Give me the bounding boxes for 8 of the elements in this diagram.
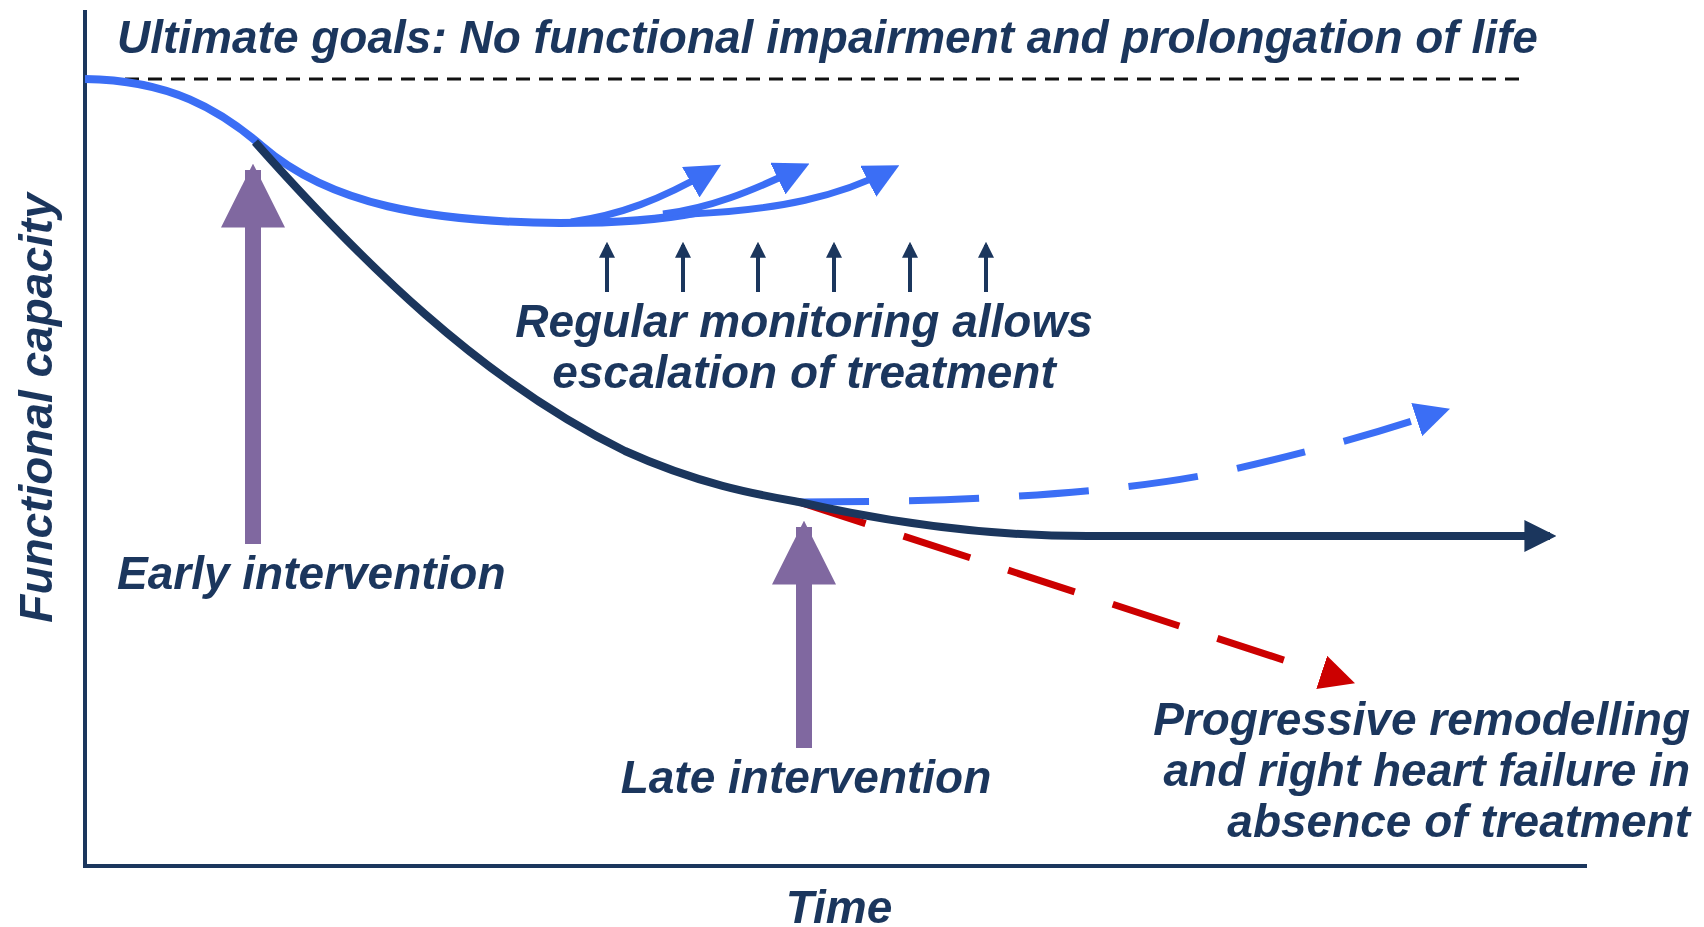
annotation-text: Regular monitoring allows escalation of treatment bbox=[514, 296, 1094, 398]
arrow bbox=[772, 520, 836, 748]
title: Ultimate goals: No functional impairment and prolongation of life bbox=[117, 12, 1538, 63]
annotation-text: Progressive remodelling and right heart failure in absence of treatment bbox=[1152, 694, 1690, 847]
axis-title: Time bbox=[784, 882, 894, 927]
arrow bbox=[221, 163, 285, 544]
annotation-text: Late intervention bbox=[566, 752, 1046, 803]
annotation-text: Early intervention bbox=[117, 548, 597, 599]
